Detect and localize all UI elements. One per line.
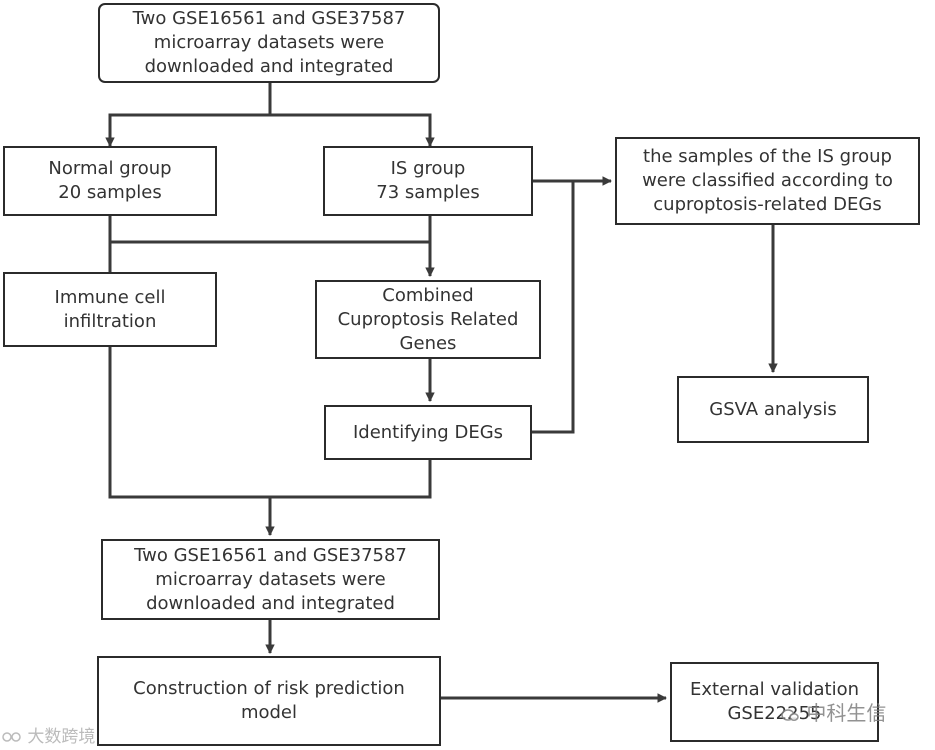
arrow-top-to-is bbox=[270, 113, 435, 147]
identifying-degs-box: Identifying DEGs bbox=[324, 405, 532, 460]
watermark-right-text: 中科生信 bbox=[806, 701, 887, 725]
normal-group-box: Normal group 20 samples bbox=[3, 146, 217, 216]
datasets-middle-box: Two GSE16561 and GSE37587 microarray dat… bbox=[101, 539, 440, 620]
wechat-icon bbox=[781, 708, 799, 721]
external-validation-box: External validation GSE22255 bbox=[670, 662, 879, 742]
watermark-left: 大数跨境 bbox=[2, 722, 95, 747]
datasets-top-box: Two GSE16561 and GSE37587 microarray dat… bbox=[98, 3, 440, 83]
classified-box: the samples of the IS group were classif… bbox=[615, 137, 920, 225]
line-degs-to-classified bbox=[532, 181, 575, 434]
risk-model-box: Construction of risk prediction model bbox=[97, 656, 441, 746]
immune-infiltration-box: Immune cell infiltration bbox=[3, 272, 217, 347]
watermark-logo-icon bbox=[2, 732, 21, 742]
watermark-right: 中科生信 bbox=[780, 697, 886, 726]
combined-genes-box: Combined Cuproptosis Related Genes bbox=[315, 280, 541, 359]
arrow-top-to-normal bbox=[105, 82, 272, 147]
gsva-analysis-box: GSVA analysis bbox=[677, 376, 869, 443]
is-group-box: IS group 73 samples bbox=[323, 146, 533, 216]
watermark-left-text: 大数跨境 bbox=[27, 727, 96, 747]
